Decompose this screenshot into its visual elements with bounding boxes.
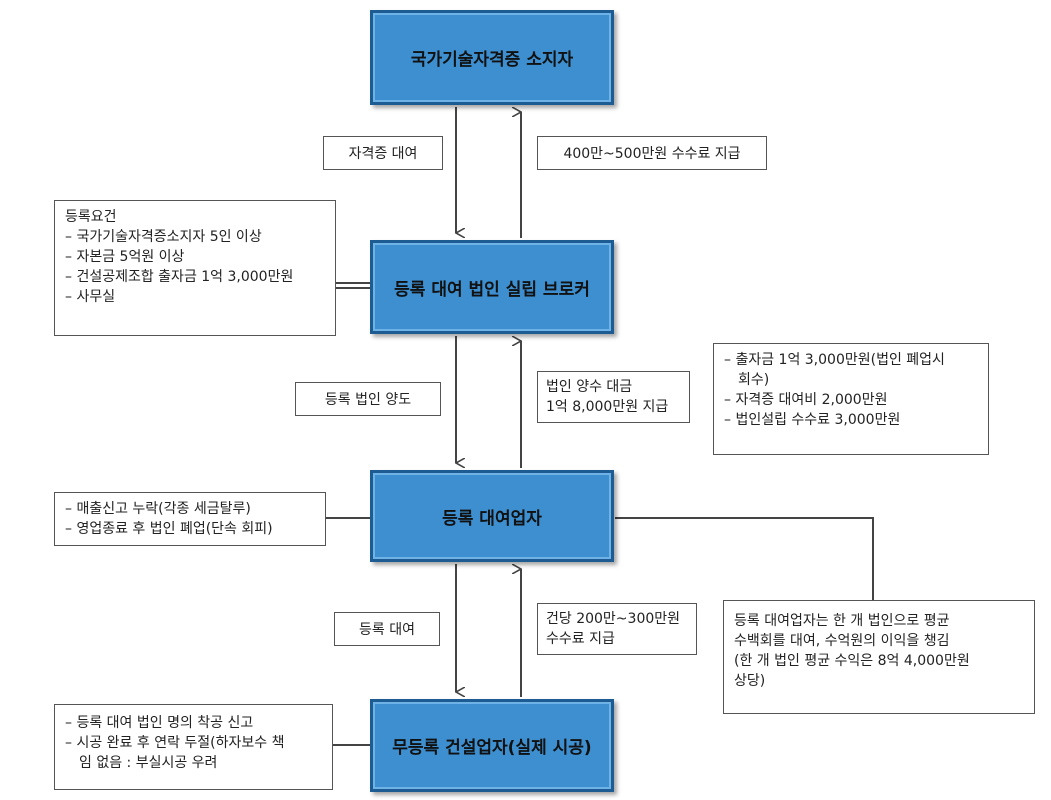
- note-builder-issues: – 등록 대여 법인 명의 착공 신고 – 시공 완료 후 연락 두절(하자보수…: [54, 704, 333, 790]
- node-registration-lender: 등록 대여업자: [370, 470, 614, 562]
- label-fee-400-500: 400만~500만원 수수료 지급: [537, 136, 767, 170]
- note-line: 등록요건: [65, 209, 117, 225]
- note-line: – 사무실: [65, 289, 116, 305]
- note-broker-costs: – 출자금 1억 3,000만원(법인 폐업시 회수) – 자격증 대여비 2,…: [713, 343, 989, 455]
- label-corp-price-line2: 1억 8,000만원 지급: [546, 399, 669, 415]
- label-corp-transfer: 등록 법인 양도: [295, 382, 441, 416]
- note-line: 상당): [734, 673, 766, 689]
- note-line: – 법인설립 수수료 3,000만원: [724, 412, 901, 428]
- node-license-holder: 국가기술자격증 소지자: [370, 10, 614, 105]
- link-profit: [615, 517, 874, 600]
- note-lender-profit: 등록 대여업자는 한 개 법인으로 평균 수백회를 대여, 수억원의 이익을 챙…: [723, 600, 1035, 714]
- note-line: – 국가기술자격증소지자 5인 이상: [65, 229, 262, 245]
- note-line: – 등록 대여 법인 명의 착공 신고: [65, 715, 254, 731]
- label-fee-per-case-line2: 수수료 지급: [546, 631, 615, 647]
- label-registration-lend: 등록 대여: [334, 612, 440, 646]
- note-line: – 건설공제조합 출자금 1억 3,000만원: [65, 269, 294, 285]
- label-corp-price: 법인 양수 대금 1억 8,000만원 지급: [537, 371, 690, 423]
- note-line: 수백회를 대여, 수억원의 이익을 챙김: [734, 633, 950, 649]
- label-corp-price-line1: 법인 양수 대금: [546, 379, 633, 395]
- note-line: – 매출신고 누락(각종 세금탈루): [65, 501, 251, 517]
- note-lender-issues: – 매출신고 누락(각종 세금탈루) – 영업종료 후 법인 폐업(단속 회피): [54, 492, 326, 546]
- note-line: (한 개 법인 평균 수익은 8억 4,000만원: [734, 653, 970, 669]
- note-line: 임 없음 : 부실시공 우려: [79, 755, 218, 771]
- node-broker: 등록 대여 법인 실립 브로커: [370, 240, 614, 334]
- note-line: – 영업종료 후 법인 폐업(단속 회피): [65, 521, 273, 537]
- note-line: – 자격증 대여비 2,000만원: [724, 392, 888, 408]
- note-registration-requirements: 등록요건 – 국가기술자격증소지자 5인 이상 – 자본금 5억원 이상 – 건…: [54, 200, 336, 336]
- label-fee-per-case: 건당 200만~300만원 수수료 지급: [537, 603, 697, 655]
- note-line: – 시공 완료 후 연락 두절(하자보수 책: [65, 735, 285, 751]
- note-line: – 자본금 5억원 이상: [65, 249, 185, 265]
- note-line: 회수): [738, 372, 770, 388]
- label-fee-per-case-line1: 건당 200만~300만원: [546, 611, 681, 627]
- label-cert-lend: 자격증 대여: [323, 136, 443, 170]
- note-line: 등록 대여업자는 한 개 법인으로 평균: [734, 613, 950, 629]
- note-line: – 출자금 1억 3,000만원(법인 폐업시: [724, 352, 945, 368]
- node-unregistered-builder: 무등록 건설업자(실제 시공): [370, 699, 614, 792]
